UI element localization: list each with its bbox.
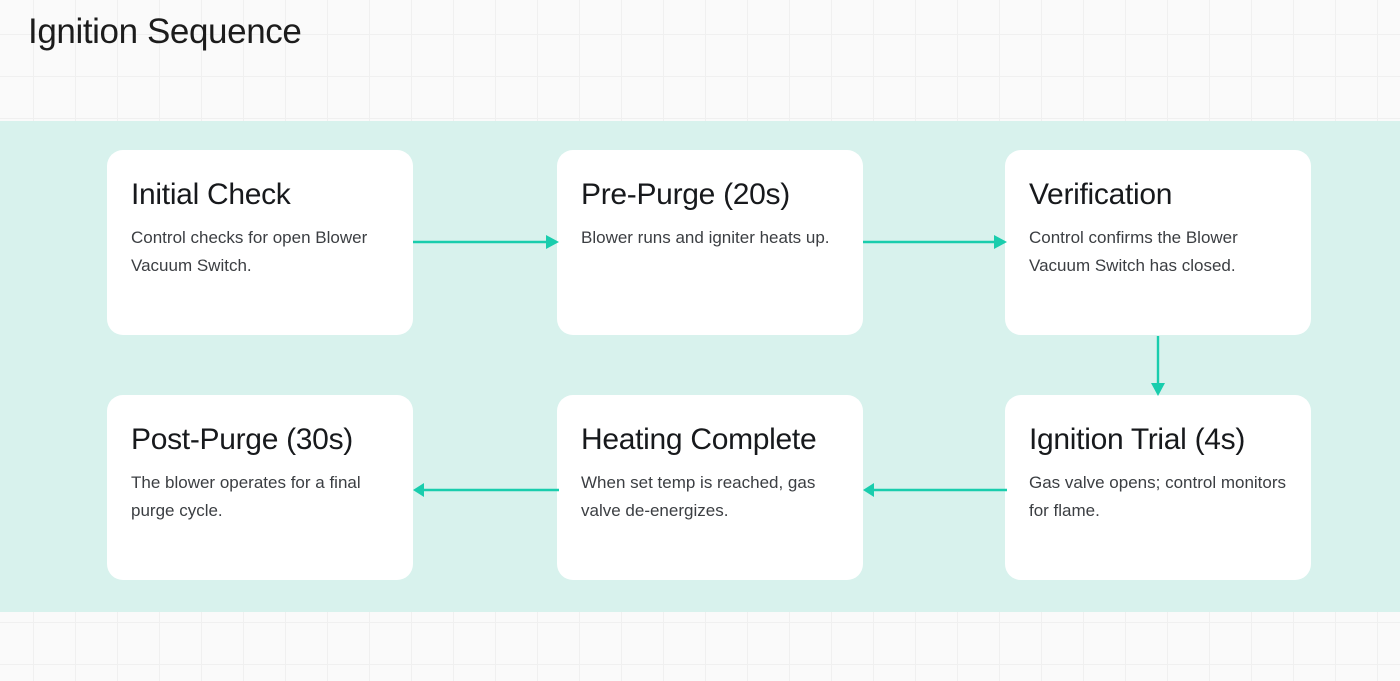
arrow-right-icon-pre-purge-to-verification (863, 232, 1007, 252)
arrow-down-icon-verification-to-ignition-trial (1148, 336, 1168, 396)
step-description: Blower runs and igniter heats up. (581, 228, 830, 247)
step-description: Control checks for open Blower Vacuum Sw… (131, 228, 368, 275)
page-title: Ignition Sequence (28, 12, 302, 51)
step-title: Heating Complete (581, 423, 817, 456)
step-description: The blower operates for a final purge cy… (131, 473, 361, 520)
step-description: Gas valve opens; control monitors for fl… (1029, 473, 1287, 520)
step-title: Initial Check (131, 178, 291, 211)
step-card-post-purge[interactable]: Post-Purge (30s) The blower operates for… (107, 395, 413, 580)
step-title: Ignition Trial (4s) (1029, 423, 1246, 456)
step-title: Post-Purge (30s) (131, 423, 353, 456)
step-card-heating-complete[interactable]: Heating Complete When set temp is reache… (557, 395, 863, 580)
arrow-right-icon-initial-check-to-pre-purge (413, 232, 559, 252)
step-title: Verification (1029, 178, 1173, 211)
step-card-ignition-trial[interactable]: Ignition Trial (4s) Gas valve opens; con… (1005, 395, 1311, 580)
step-title: Pre-Purge (20s) (581, 178, 790, 211)
step-card-initial-check[interactable]: Initial Check Control checks for open Bl… (107, 150, 413, 335)
step-card-verification[interactable]: Verification Control confirms the Blower… (1005, 150, 1311, 335)
step-card-pre-purge[interactable]: Pre-Purge (20s) Blower runs and igniter … (557, 150, 863, 335)
arrow-left-icon-ignition-trial-to-heating-complete (863, 480, 1007, 500)
step-description: Control confirms the Blower Vacuum Switc… (1029, 228, 1238, 275)
step-description: When set temp is reached, gas valve de-e… (581, 473, 816, 520)
arrow-left-icon-heating-complete-to-post-purge (413, 480, 559, 500)
